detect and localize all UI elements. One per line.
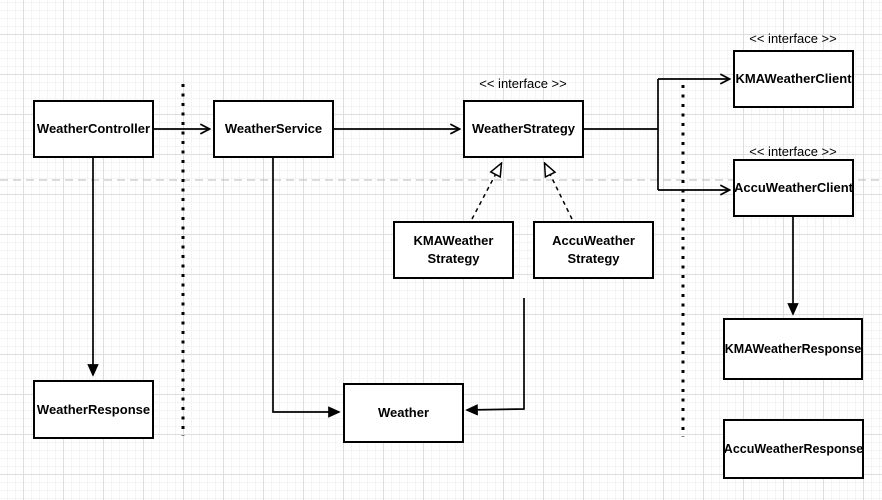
node-label: AccuWeather Strategy	[552, 233, 635, 266]
node-label: WeatherService	[224, 121, 323, 137]
node-accu-weather-response[interactable]: AccuWeatherResponse	[723, 419, 864, 479]
stereotype-weather-strategy: << interface >>	[479, 76, 567, 91]
node-label: AccuWeatherResponse	[723, 441, 864, 456]
node-kma-weather-client[interactable]: KMAWeatherClient	[733, 50, 854, 108]
node-label: AccuWeatherClient	[734, 180, 853, 196]
node-label: Weather	[377, 405, 430, 421]
node-weather[interactable]: Weather	[343, 383, 464, 443]
node-label: WeatherStrategy	[471, 121, 576, 137]
node-weather-controller[interactable]: WeatherController	[33, 100, 154, 158]
edge-strategies-to-weather[interactable]	[467, 298, 525, 410]
node-label: KMAWeatherResponse	[724, 341, 862, 356]
node-weather-service[interactable]: WeatherService	[213, 100, 334, 158]
node-label: KMAWeatherClient	[735, 71, 852, 87]
edge-accu-strategy-implements[interactable]	[545, 164, 573, 220]
edge-service-to-weather[interactable]	[272, 158, 339, 412]
stereotype-accu-weather-client: << interface >>	[749, 144, 837, 159]
node-label: WeatherResponse	[36, 401, 151, 417]
stereotype-kma-weather-client: << interface >>	[749, 31, 837, 46]
edge-strategy-branch[interactable]	[583, 79, 659, 190]
node-accu-weather-client[interactable]: AccuWeatherClient	[733, 159, 854, 217]
node-weather-strategy[interactable]: WeatherStrategy	[463, 100, 584, 158]
edge-kma-strategy-implements[interactable]	[471, 164, 501, 220]
node-kma-weather-strategy[interactable]: KMAWeather Strategy	[393, 221, 514, 279]
node-label: KMAWeather Strategy	[413, 233, 494, 266]
node-weather-response[interactable]: WeatherResponse	[33, 380, 154, 439]
node-label: WeatherController	[36, 121, 151, 137]
node-kma-weather-response[interactable]: KMAWeatherResponse	[723, 318, 863, 380]
node-accu-weather-strategy[interactable]: AccuWeather Strategy	[533, 221, 654, 279]
